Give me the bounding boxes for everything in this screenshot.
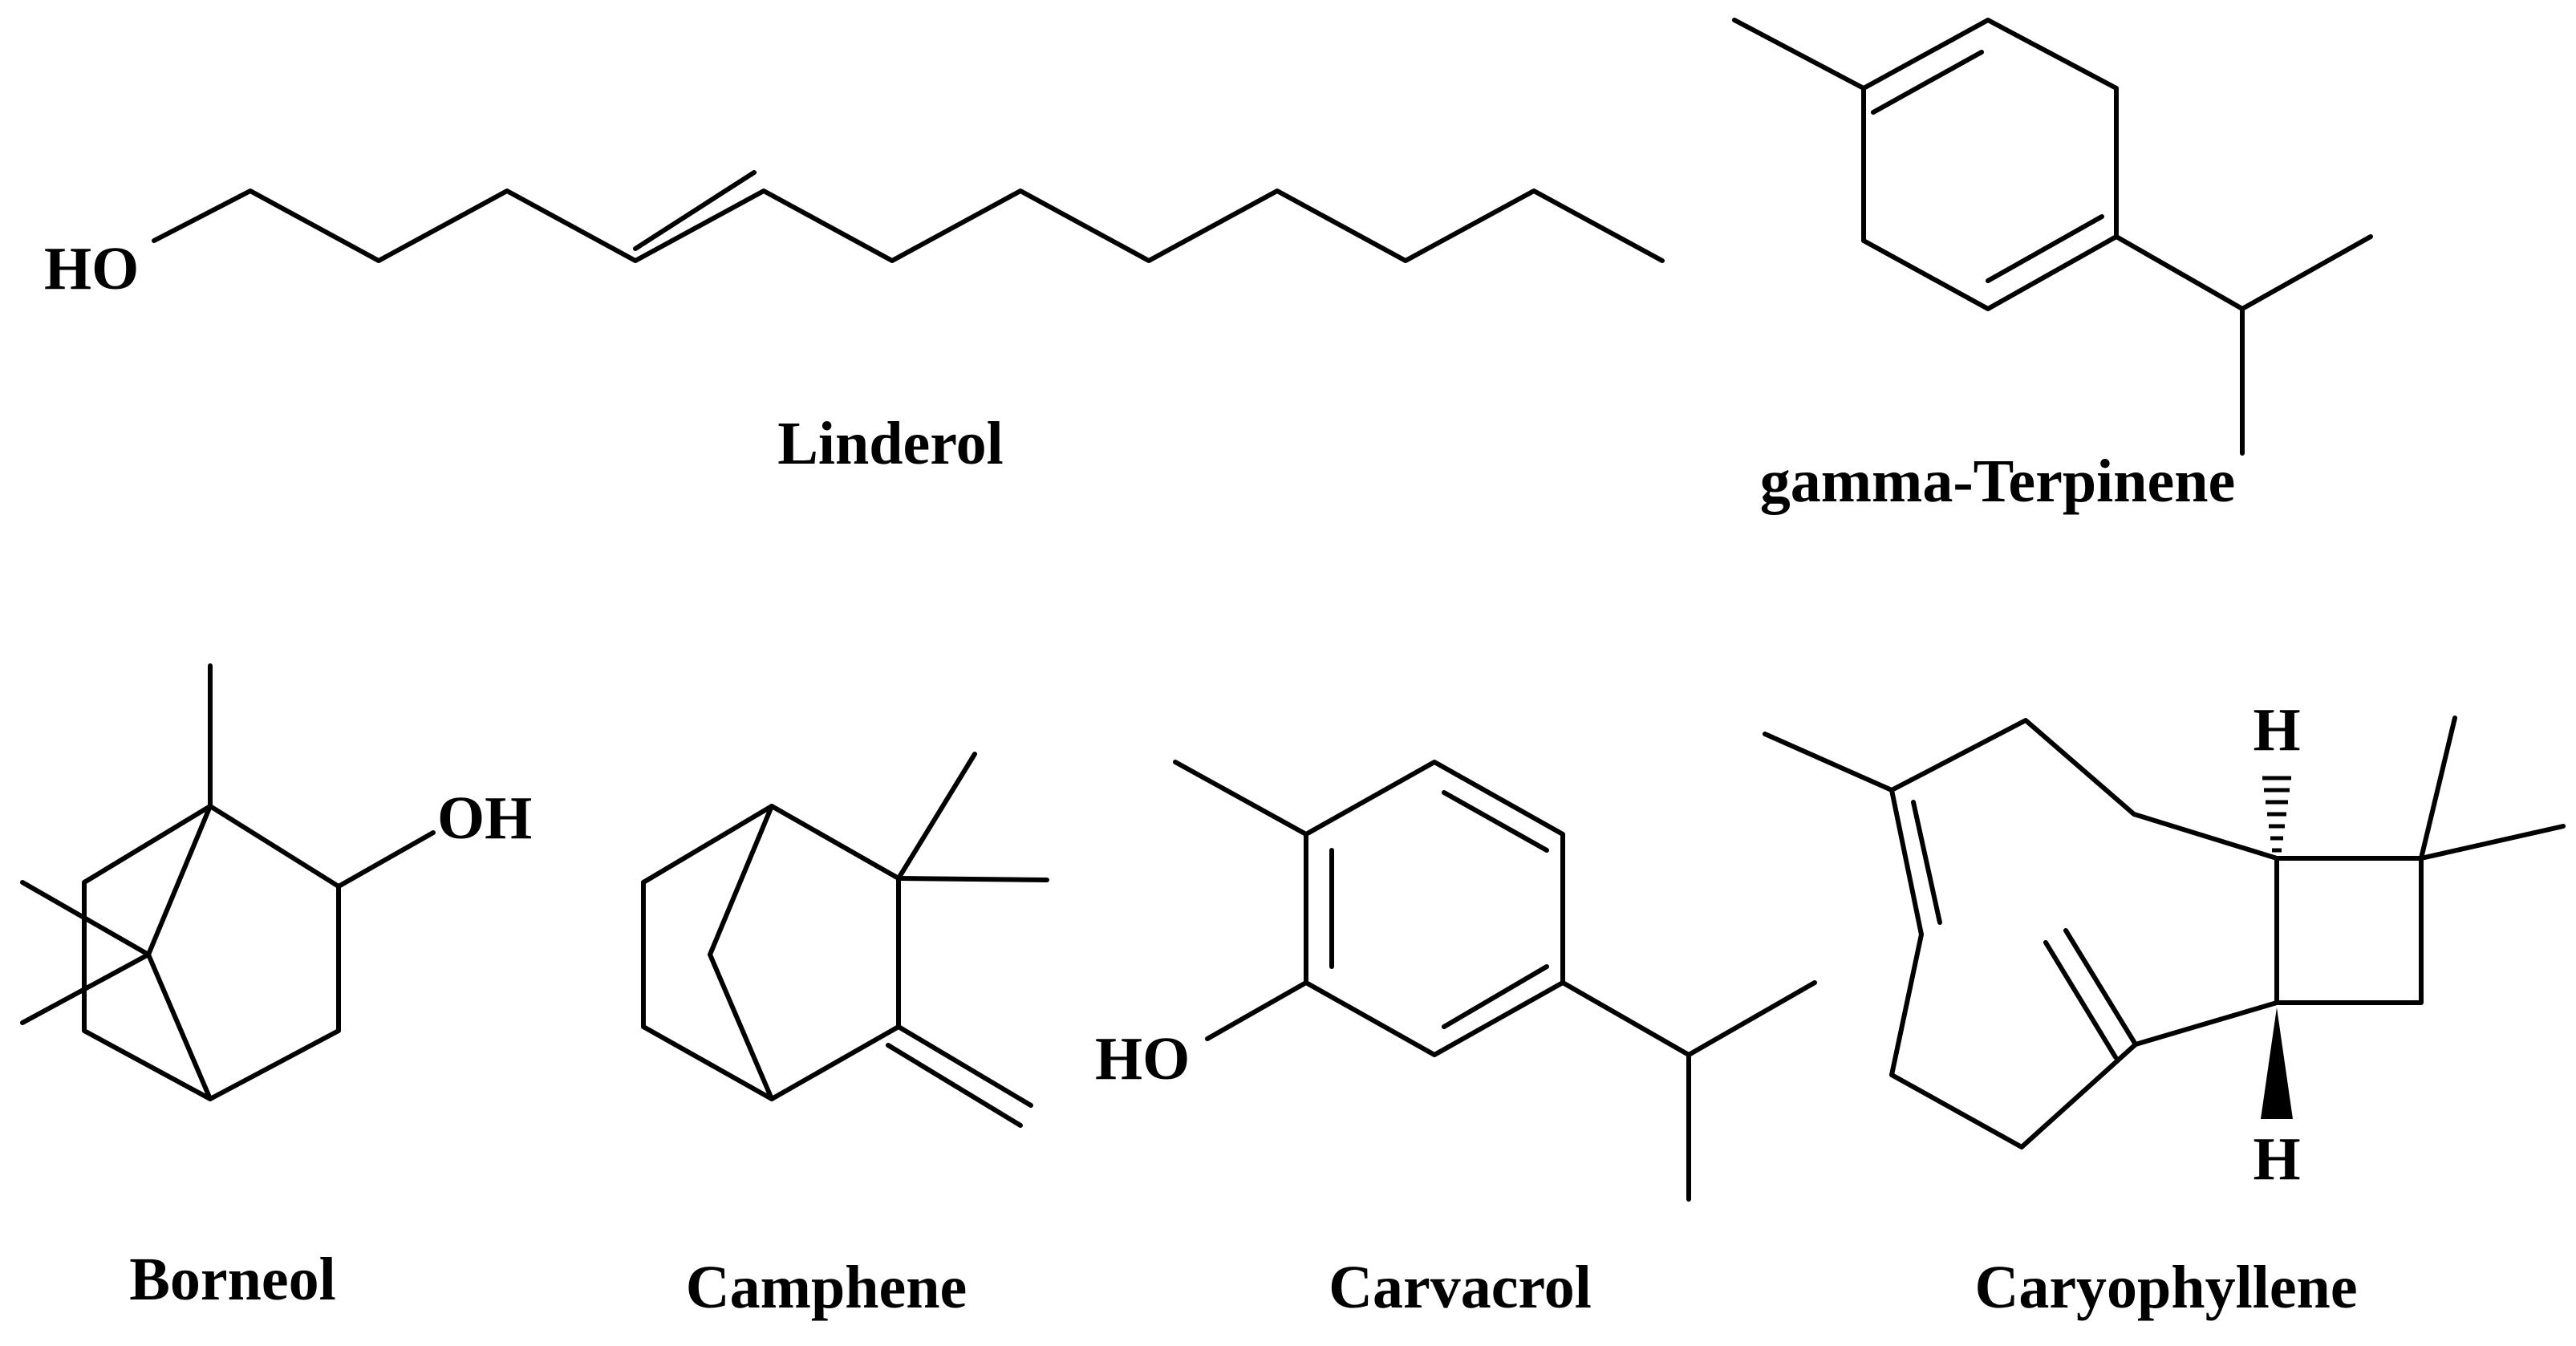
bridge-bond — [708, 804, 774, 1101]
methyl-bond — [20, 880, 151, 957]
compound-name-camphene: Camphene — [686, 1254, 967, 1321]
double-bond — [1871, 50, 1984, 115]
double-bond — [633, 170, 757, 251]
cyclobutane-ring — [2274, 856, 2424, 1005]
isopropyl-group — [1560, 980, 1817, 1057]
bridge-bond — [146, 804, 213, 957]
atom-label-ho: HO — [44, 235, 139, 302]
carbon-chain — [152, 189, 1665, 263]
ring — [1861, 18, 2119, 311]
structure-camphene: Camphene — [641, 752, 1049, 1321]
methyl-bond — [20, 952, 151, 1025]
compound-name-caryophyllene: Caryophyllene — [1974, 1254, 2357, 1321]
methyl-bond — [1173, 760, 1308, 837]
double-bond — [1986, 214, 2104, 283]
methylene-bond — [2063, 928, 2138, 1047]
methyl-bond — [1763, 732, 1894, 793]
double-bond — [1442, 790, 1549, 853]
hashed-wedge-bond — [2262, 776, 2291, 853]
ring — [641, 804, 901, 1101]
ring — [1304, 760, 1565, 1057]
structure-linderol: HO Linderol — [44, 170, 1665, 477]
bridge-bond — [146, 952, 213, 1101]
solid-wedge-bond — [2261, 1007, 2293, 1119]
compound-name-borneol: Borneol — [129, 1246, 336, 1313]
macrocycle — [1889, 718, 2279, 1149]
double-bond — [1911, 800, 1942, 925]
methylene-double-bond — [886, 1043, 1023, 1128]
ring — [82, 804, 341, 1101]
structure-borneol: OH Borneol — [20, 663, 532, 1313]
atom-label-ho: HO — [1095, 1025, 1190, 1093]
atom-label-oh: OH — [437, 784, 532, 852]
methyl-bond — [2419, 716, 2457, 861]
isopropyl-group — [2114, 234, 2373, 311]
methyl-bond — [1732, 18, 1866, 91]
methyl-bond — [896, 752, 977, 881]
compound-name-gamma-terpinene: gamma-Terpinene — [1760, 448, 2236, 515]
ho-bond — [1205, 980, 1308, 1041]
atom-label-h-bottom: H — [2253, 1125, 2300, 1193]
methylene-double-bond — [2043, 940, 2118, 1060]
oh-bond — [336, 830, 436, 889]
structure-caryophyllene: H H Caryophyllene — [1763, 696, 2566, 1321]
methylene-bond — [896, 1024, 1033, 1108]
methyl-bond — [896, 876, 1049, 882]
structure-carvacrol: HO Carvacrol — [1095, 760, 1817, 1321]
atom-label-h-top: H — [2253, 696, 2300, 764]
structure-gamma-terpinene: gamma-Terpinene — [1732, 18, 2373, 515]
double-bond — [1442, 964, 1549, 1029]
compound-name-linderol: Linderol — [777, 410, 1004, 477]
compound-name-carvacrol: Carvacrol — [1329, 1254, 1592, 1321]
methyl-bond — [2419, 824, 2566, 861]
